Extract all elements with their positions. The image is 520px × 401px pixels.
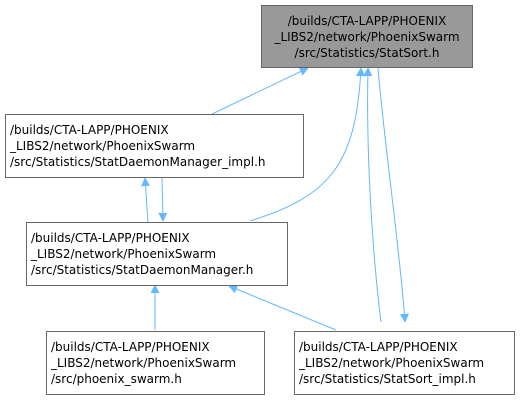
node-phoenix-swarm-h-line3: /src/phoenix_swarm.h xyxy=(51,372,182,386)
edge-statsort-to-sortimpl xyxy=(377,67,409,323)
node-statdaemonmanager-impl-h-line1: /builds/CTA-LAPP/PHOENIX xyxy=(10,123,169,137)
node-statdaemonmanager-h-line2: _LIBS2/network/PhoenixSwarm xyxy=(31,247,217,261)
node-statsort-impl-h[interactable]: /builds/CTA-LAPP/PHOENIX _LIBS2/network/… xyxy=(294,331,515,395)
node-statsort-h[interactable]: /builds/CTA-LAPP/PHOENIX _LIBS2/network/… xyxy=(261,5,473,68)
node-statdaemonmanager-h-line1: /builds/CTA-LAPP/PHOENIX xyxy=(31,231,190,245)
node-statdaemonmanager-impl-h[interactable]: /builds/CTA-LAPP/PHOENIX _LIBS2/network/… xyxy=(5,114,304,178)
edge-sortimpl-to-manager xyxy=(228,284,337,331)
node-statdaemonmanager-impl-h-line3: /src/Statistics/StatDaemonManager_impl.h xyxy=(10,155,266,169)
edge-impl-to-statsort xyxy=(211,67,309,115)
edge-manager-to-statsort xyxy=(249,67,366,222)
node-statsort-impl-h-line2: _LIBS2/network/PhoenixSwarm xyxy=(299,356,485,370)
node-phoenix-swarm-h-line1: /builds/CTA-LAPP/PHOENIX xyxy=(51,340,210,354)
node-statsort-impl-h-line3: /src/Statistics/StatSort_impl.h xyxy=(299,372,476,386)
node-statsort-h-line3: /src/Statistics/StatSort.h xyxy=(294,45,440,60)
node-statdaemonmanager-h[interactable]: /builds/CTA-LAPP/PHOENIX _LIBS2/network/… xyxy=(26,222,288,286)
node-phoenix-swarm-h[interactable]: /builds/CTA-LAPP/PHOENIX _LIBS2/network/… xyxy=(46,331,265,395)
edge-sortimpl-to-statsort xyxy=(363,67,382,323)
edge-impl-to-manager xyxy=(158,177,168,222)
node-phoenix-swarm-h-line2: _LIBS2/network/PhoenixSwarm xyxy=(51,356,237,370)
edge-manager-to-impl xyxy=(141,177,151,223)
node-statdaemonmanager-impl-h-line2: _LIBS2/network/PhoenixSwarm xyxy=(10,139,196,153)
node-statsort-impl-h-line1: /builds/CTA-LAPP/PHOENIX xyxy=(299,340,458,354)
node-statsort-h-line2: _LIBS2/network/PhoenixSwarm xyxy=(274,29,460,44)
node-statdaemonmanager-h-line3: /src/Statistics/StatDaemonManager.h xyxy=(31,263,254,277)
node-statsort-h-line1: /builds/CTA-LAPP/PHOENIX xyxy=(287,13,447,28)
